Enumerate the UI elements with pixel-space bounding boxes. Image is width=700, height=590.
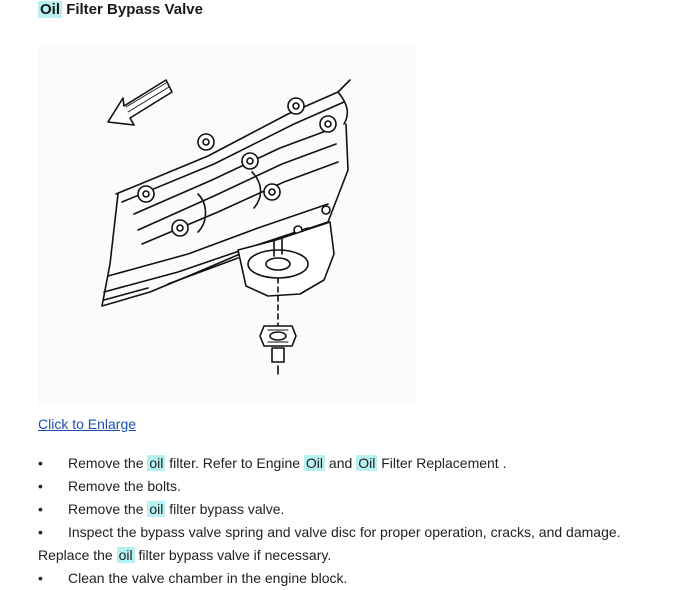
engine-oil-filter-icon — [101, 79, 351, 375]
text-run: Filter Replacement . — [377, 455, 507, 471]
list-item: • Inspect the bypass valve spring and val… — [38, 521, 688, 544]
highlighted-term: oil — [116, 547, 135, 563]
bullet: • — [38, 501, 43, 517]
highlighted-term: Oil — [303, 455, 326, 471]
step-text: Replace the oil filter bypass valve if n… — [38, 544, 688, 567]
procedure-steps: • Remove the oil filter. Refer to Engine … — [38, 452, 688, 590]
list-item: • Remove the oil filter bypass valve. — [38, 498, 688, 521]
text-run: Replace the — [38, 547, 117, 563]
text-run: Remove the — [68, 455, 148, 471]
text-run: Remove the bolts. — [68, 478, 181, 494]
bullet: • — [38, 570, 43, 586]
bullet: • — [38, 478, 43, 494]
list-item: • Remove the oil filter. Refer to Engine … — [38, 452, 688, 475]
step-text: Remove the bolts. — [68, 475, 688, 498]
page-title: Oil Filter Bypass Valve — [38, 0, 203, 20]
text-run: filter bypass valve. — [165, 501, 285, 517]
step-text: Remove the oil filter bypass valve. — [68, 498, 688, 521]
highlighted-term: oil — [147, 455, 166, 471]
arrow-icon — [107, 79, 173, 126]
list-note: Replace the oil filter bypass valve if n… — [38, 544, 688, 567]
text-run: filter. Refer to Engine — [165, 455, 304, 471]
text-run: and — [325, 455, 357, 471]
title-highlight: Oil — [38, 1, 63, 18]
click-to-enlarge-link[interactable]: Click to Enlarge — [38, 416, 137, 432]
text-run: Remove the — [68, 501, 148, 517]
text-run: filter bypass valve if necessary. — [134, 547, 332, 563]
bullet: • — [38, 524, 43, 540]
step-text: Inspect the bypass valve spring and valv… — [68, 521, 688, 544]
bullet: • — [38, 455, 43, 471]
text-run: Inspect the bypass valve spring and valv… — [68, 524, 621, 540]
title-rest: Filter Bypass Valve — [66, 1, 203, 18]
step-text: Remove the oil filter. Refer to Engine O… — [68, 452, 688, 475]
list-item: • Clean the valve chamber in the engine b… — [38, 567, 688, 590]
engine-illustration[interactable] — [38, 44, 416, 406]
list-item: • Remove the bolts. — [38, 475, 688, 498]
step-text: Clean the valve chamber in the engine bl… — [68, 567, 688, 590]
highlighted-term: oil — [147, 501, 166, 517]
text-run: Clean the valve chamber in the engine bl… — [68, 570, 348, 586]
highlighted-term: Oil — [356, 455, 378, 471]
